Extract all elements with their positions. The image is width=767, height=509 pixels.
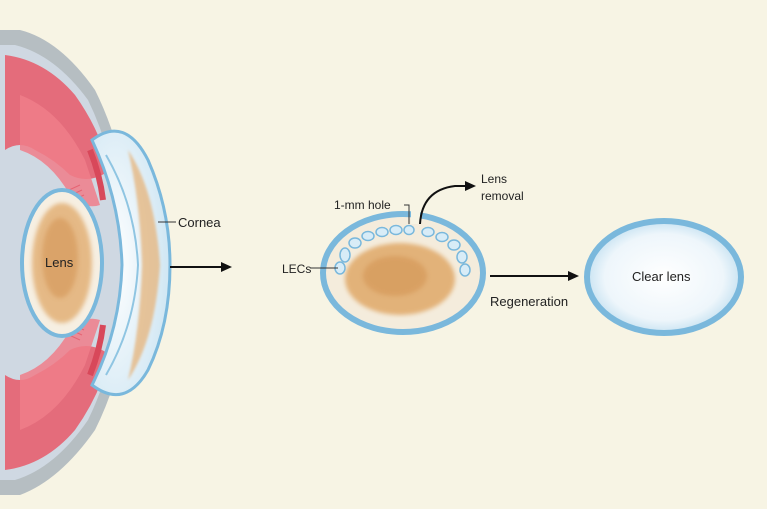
iris-strip-top <box>20 95 100 207</box>
hole-leader <box>404 204 410 224</box>
lecs-label: LECs <box>282 262 311 276</box>
clear-lens-shape <box>584 218 744 336</box>
removal-label-1: Lens <box>481 172 507 186</box>
iris-edge-top <box>87 148 106 201</box>
eye-lens-cataract-core <box>42 218 78 298</box>
hole-label: 1-mm hole <box>334 198 391 212</box>
regeneration-label: Regeneration <box>490 294 568 309</box>
hole-gap <box>411 210 420 224</box>
removal-arrow-head <box>465 181 476 191</box>
iris-edge-bottom <box>87 324 106 377</box>
cataract-mass-core <box>363 256 427 296</box>
iris-tissue <box>5 55 110 179</box>
eye-cross-section: Lens <box>0 30 172 495</box>
cornea-inner-line <box>105 154 140 376</box>
cornea-texture <box>128 150 160 380</box>
arrow-1-head <box>221 262 232 272</box>
arrow-2-head <box>568 271 579 281</box>
cornea-shape <box>90 129 172 396</box>
cornea-label: Cornea <box>178 215 221 230</box>
clear-lens-label: Clear lens <box>632 269 691 284</box>
clear-lens <box>584 218 744 336</box>
lens-label: Lens <box>45 255 74 270</box>
lec-cells <box>334 224 471 277</box>
iris-tissue-lower <box>5 346 110 470</box>
removal-arrow <box>419 185 466 225</box>
removal-label-2: removal <box>481 189 524 203</box>
iris-strip-bottom <box>20 318 100 430</box>
lens-with-hole <box>320 210 486 335</box>
